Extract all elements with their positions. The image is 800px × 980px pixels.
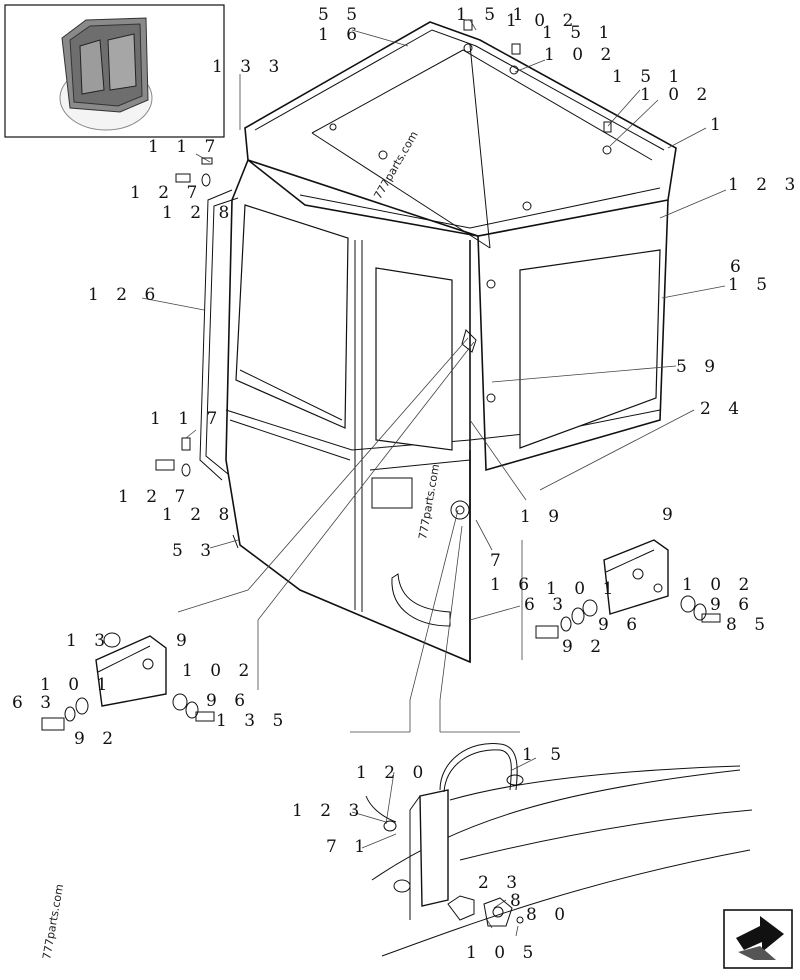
rear-window xyxy=(519,249,661,449)
callout-9-a: 9 xyxy=(662,505,679,525)
callout-151-c: 1 5 1 xyxy=(612,67,685,87)
callout-117-a: 1 1 7 xyxy=(148,137,221,157)
callout-151-b: 1 5 1 xyxy=(542,23,615,43)
detail-view xyxy=(365,743,753,957)
door-window xyxy=(375,267,453,451)
callout-15-b: 1 5 xyxy=(522,745,567,765)
callout-16-b: 1 6 xyxy=(490,575,535,595)
cab-thumbnail-icon[interactable] xyxy=(4,4,225,138)
watermark-1: 777parts.com xyxy=(371,129,420,202)
callout-53: 5 3 xyxy=(172,541,217,561)
callout-102-e: 1 0 2 xyxy=(182,661,255,681)
callout-127-a: 1 2 7 xyxy=(130,183,203,203)
fasteners xyxy=(155,19,612,477)
callout-151-a: 1 5 1 xyxy=(456,5,529,25)
callout-135: 1 3 5 xyxy=(216,711,289,731)
callout-92-a: 9 2 xyxy=(562,637,607,657)
leader-lines xyxy=(141,19,727,937)
callout-101-b: 1 0 1 xyxy=(40,675,113,695)
side-window xyxy=(235,204,349,429)
callout-15-a: 1 5 xyxy=(728,275,773,295)
callout-102-d: 1 0 2 xyxy=(682,575,755,595)
callout-96-b: 9 6 xyxy=(598,615,643,635)
callout-85: 8 5 xyxy=(726,615,771,635)
next-page-arrow-icon[interactable] xyxy=(723,909,793,969)
callout-92-b: 9 2 xyxy=(74,729,119,749)
callout-123-b: 1 2 3 xyxy=(292,801,365,821)
callout-133: 1 3 3 xyxy=(212,57,285,77)
callout-59: 5 9 xyxy=(676,357,721,377)
callout-96-c: 9 6 xyxy=(206,691,251,711)
callout-123-a: 1 2 3 xyxy=(728,175,800,195)
callout-96-a: 9 6 xyxy=(710,595,755,615)
callout-8: 8 xyxy=(510,891,527,911)
watermark-3: 777parts.com xyxy=(40,883,66,960)
callout-9-b: 9 xyxy=(176,631,193,651)
callout-1: 1 xyxy=(710,115,727,135)
cab-body xyxy=(199,159,669,664)
callout-101-a: 1 0 1 xyxy=(546,579,619,599)
bracket-right xyxy=(535,539,721,639)
callout-19: 1 9 xyxy=(520,507,565,527)
cab-roof xyxy=(244,21,677,249)
callout-16: 1 6 xyxy=(318,25,363,45)
callout-23: 2 3 xyxy=(478,873,523,893)
callout-80: 8 0 xyxy=(526,905,571,925)
callout-102-c: 1 0 2 xyxy=(640,85,713,105)
callout-128-b: 1 2 8 xyxy=(162,505,235,525)
callout-127-b: 1 2 7 xyxy=(118,487,191,507)
callout-71: 7 1 xyxy=(326,837,371,857)
callout-13: 1 3 xyxy=(66,631,111,651)
callout-128-a: 1 2 8 xyxy=(162,203,235,223)
callout-126: 1 2 6 xyxy=(88,285,161,305)
callouts: 5 5 1 6 1 5 1 1 0 2 1 5 1 1 0 2 1 3 3 1 … xyxy=(12,5,800,963)
callout-102-a: 1 0 2 xyxy=(506,11,579,31)
callout-63-b: 6 3 xyxy=(12,693,57,713)
callout-105: 1 0 5 xyxy=(466,943,539,963)
callout-117-b: 1 1 7 xyxy=(150,409,223,429)
callout-63-a: 6 3 xyxy=(524,595,569,615)
callout-55: 5 5 xyxy=(318,5,363,25)
bracket-left xyxy=(41,632,215,731)
callout-102-b: 1 0 2 xyxy=(544,45,617,65)
callout-7: 7 xyxy=(490,551,507,571)
callout-120: 1 2 0 xyxy=(356,763,429,783)
callout-6: 6 xyxy=(730,257,747,277)
watermark-2: 777parts.com xyxy=(416,463,442,540)
callout-24: 2 4 xyxy=(700,399,745,419)
